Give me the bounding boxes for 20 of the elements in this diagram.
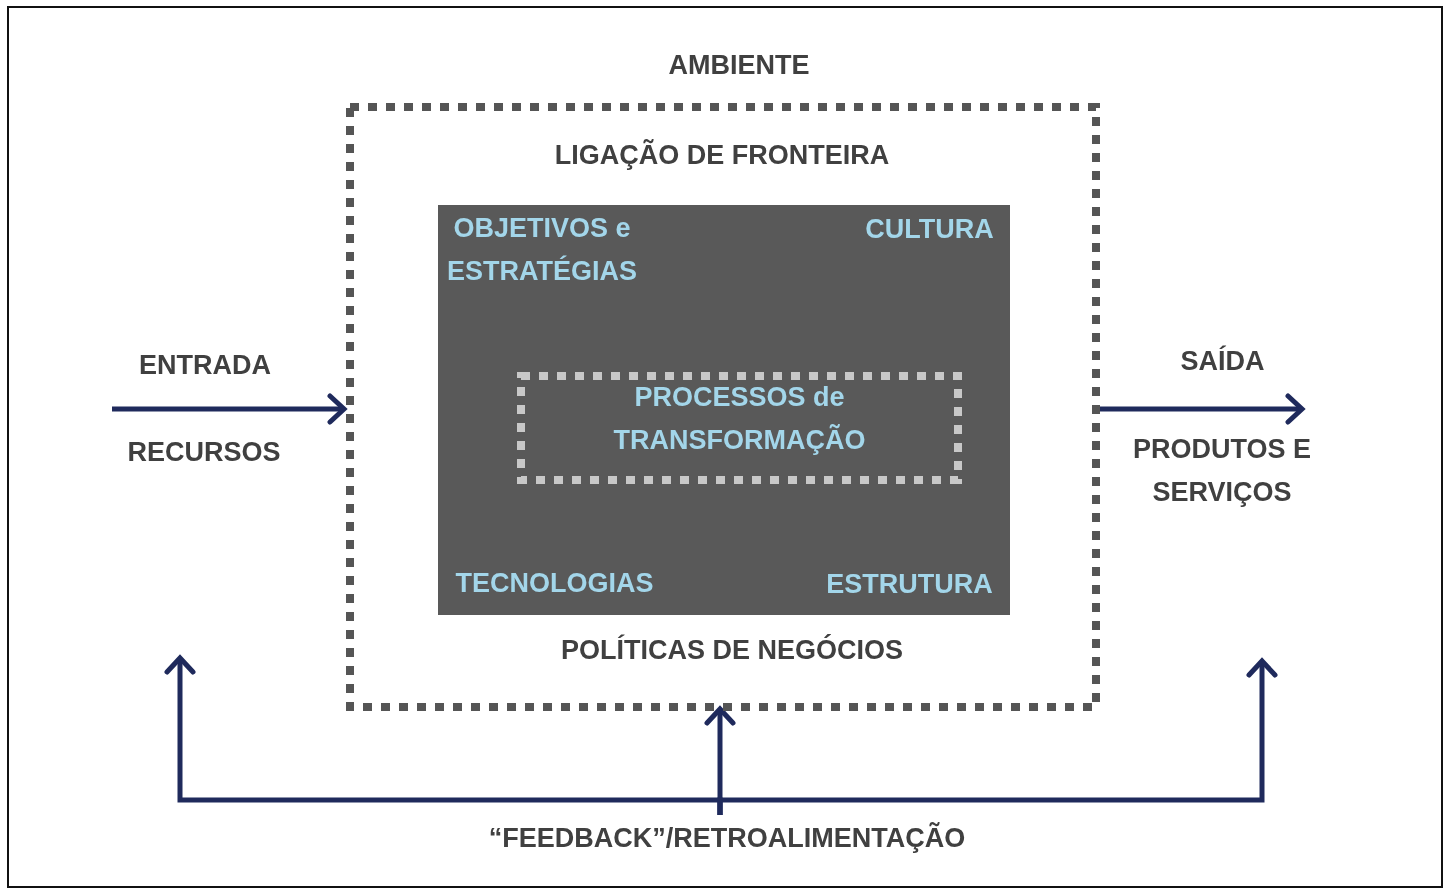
edge-label: SAÍDA [1179, 344, 1266, 378]
box-title: LIGAÇÃO DE FRONTEIRA [553, 138, 891, 172]
frame-title: AMBIENTE [667, 49, 811, 82]
environment-frame [7, 6, 1443, 888]
input-label: RECURSOS [126, 436, 282, 469]
corner-text: OBJETIVOS e ESTRATÉGIAS [446, 212, 638, 288]
box-footer: POLÍTICAS DE NEGÓCIOS [482, 629, 982, 672]
box-title: PROCESSOS de TRANSFORMAÇÃO [612, 381, 867, 457]
arrow [717, 658, 1278, 815]
organization-box [438, 205, 1010, 615]
process-dotted-box [517, 372, 962, 484]
output-label: PRODUTOS E SERVIÇOS [1132, 433, 1312, 509]
corner-text: ESTRUTURA [825, 568, 994, 601]
edge-label: ENTRADA [138, 349, 272, 382]
corner-text: CULTURA [864, 213, 995, 246]
feedback-label: “FEEDBACK”/RETROALIMENTAÇÃO [487, 821, 967, 855]
arrow [112, 393, 347, 425]
arrow [1098, 393, 1305, 425]
boundary-dotted-box [346, 103, 1100, 711]
corner-text: TECNOLOGIAS [454, 567, 655, 600]
